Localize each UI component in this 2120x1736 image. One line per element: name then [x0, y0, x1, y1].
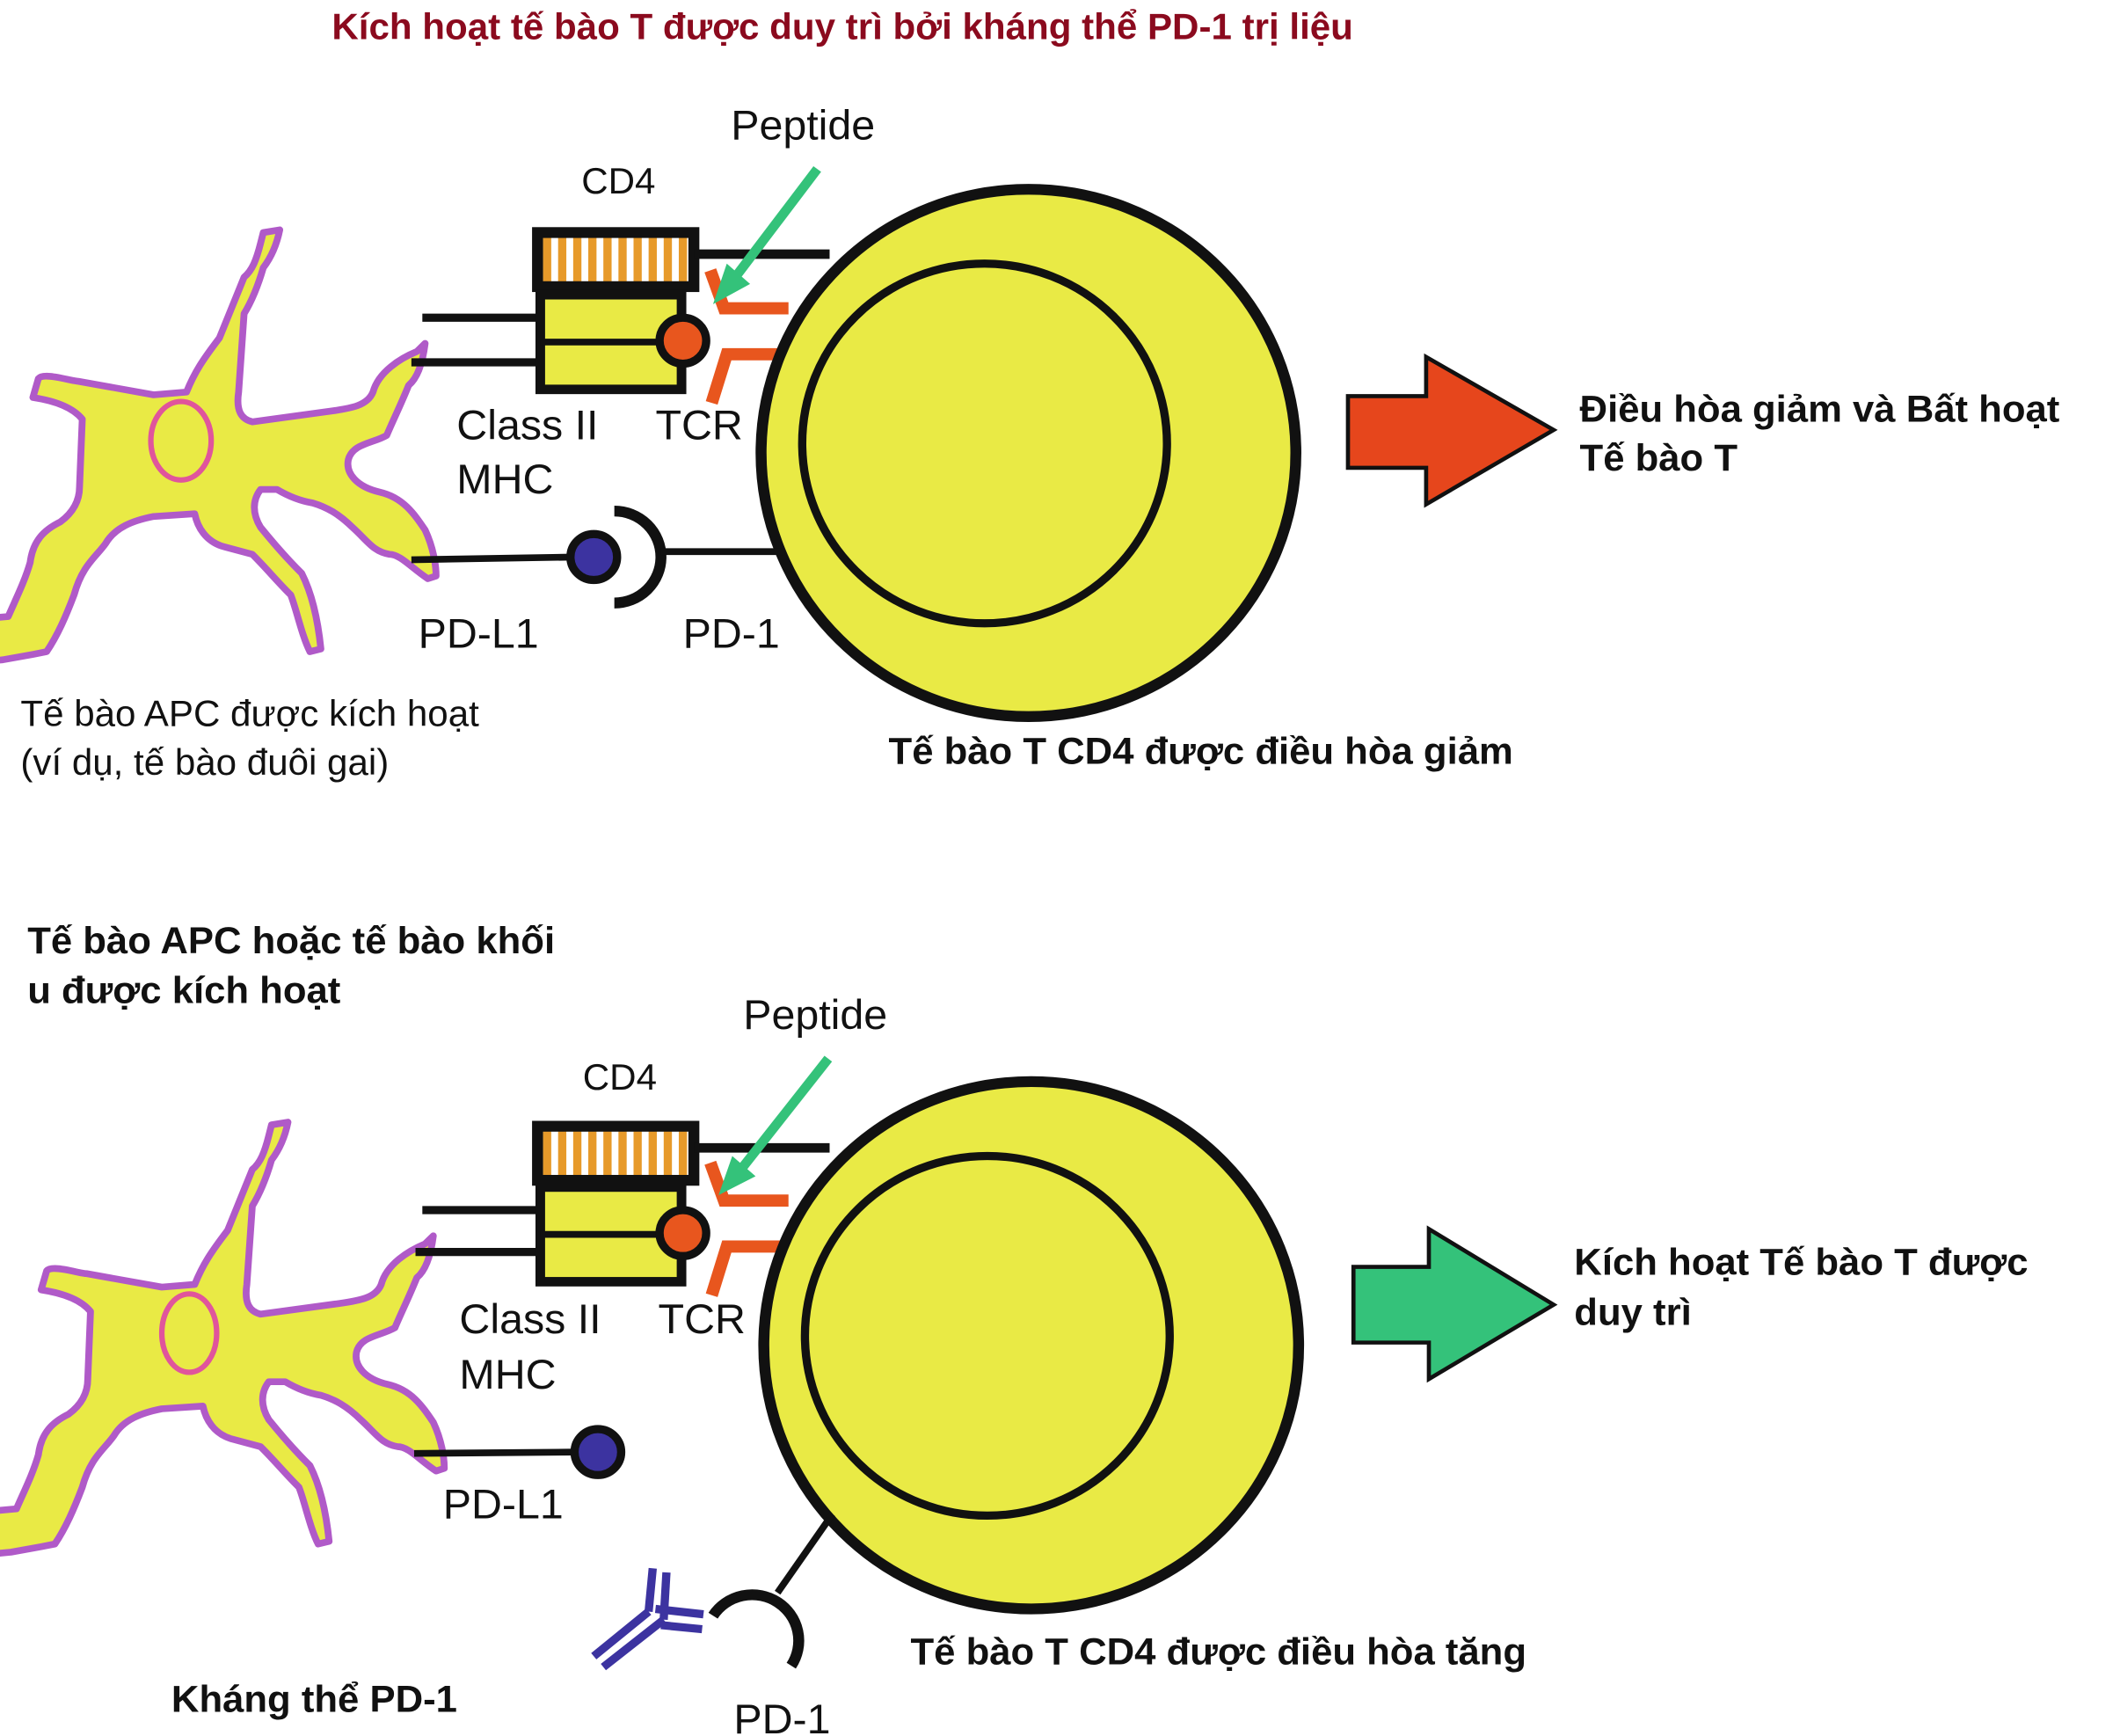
peptide-bottom — [655, 1206, 710, 1260]
outcome-label-line2-bottom: duy trì — [1574, 1292, 1691, 1334]
pdl1-stalk-bottom — [413, 1448, 577, 1457]
mhc-label-line1-bottom: Class II — [459, 1296, 601, 1343]
apc-cell-bottom — [0, 1122, 444, 1555]
tcell-bottom — [758, 1076, 1305, 1615]
cd4-molecule-top — [532, 227, 700, 293]
tcr-arm-1-bottom — [704, 1160, 789, 1207]
tcr-arm-1-top — [704, 268, 789, 315]
panel-top: Peptide CD4 Class II MHC TCR PD-L1 PD-1 … — [0, 103, 2059, 783]
peptide-arrow-top — [712, 165, 821, 304]
tcell-label-top: Tế bào T CD4 được điều hòa giảm — [889, 731, 1513, 773]
pd1-label-top: PD-1 — [683, 611, 780, 658]
pdl1-label-top: PD-L1 — [419, 611, 539, 658]
mhc-label-line2-top: MHC — [456, 456, 553, 503]
pd1-antibody-icon — [591, 1567, 704, 1671]
apc-nucleus-top — [148, 398, 215, 483]
apc-nucleus-bottom — [158, 1291, 220, 1375]
pd1-label-bottom: PD-1 — [733, 1696, 830, 1736]
pdl1-stalk-top — [411, 553, 577, 564]
pdl1-ligand-top — [566, 529, 622, 585]
apc-cell-top — [0, 230, 436, 662]
tcell-nucleus-bottom — [800, 1151, 1174, 1521]
pd1-receptor-top — [614, 505, 667, 609]
tcell-label-bottom: Tế bào T CD4 được điều hòa tăng — [911, 1631, 1527, 1674]
red-arrow-right-icon — [1345, 353, 1558, 508]
apc-title-line1-bottom: Tế bào APC hoặc tế bào khối — [27, 920, 555, 962]
mhc-label-line2-bottom: MHC — [459, 1352, 556, 1398]
antibody-label: Kháng thể PD-1 — [171, 1679, 457, 1721]
cd4-molecule-bottom — [532, 1120, 700, 1186]
pdl1-label-bottom: PD-L1 — [443, 1482, 564, 1528]
mhc-label-line1-top: Class II — [456, 403, 598, 449]
tcr-label-top: TCR — [655, 403, 742, 449]
pdl1-ligand-bottom — [570, 1425, 626, 1479]
outcome-label-line1-bottom: Kích hoạt Tế bào T được — [1574, 1242, 2028, 1284]
tcell-nucleus-top — [798, 259, 1171, 628]
peptide-arrow-bottom — [718, 1055, 833, 1196]
cd4-label-top: CD4 — [581, 160, 655, 201]
tcr-arm-2-top — [705, 347, 789, 405]
peptide-top — [655, 313, 710, 368]
cd4-label-bottom: CD4 — [583, 1056, 657, 1098]
pd1-stalk-bottom — [775, 1512, 835, 1595]
outcome-label-line2-top: Tế bào T — [1580, 437, 1738, 479]
peptide-label-top: Peptide — [731, 103, 875, 150]
outcome-label-line1-top: Điều hòa giảm và Bất hoạt — [1580, 389, 2060, 431]
pd1-receptor-bottom — [708, 1589, 805, 1669]
panel-bottom: Tế bào APC hoặc tế bào khối u được kích … — [0, 920, 2028, 1736]
tcell-top — [755, 184, 1301, 722]
tcr-label-bottom: TCR — [659, 1296, 746, 1343]
apc-title-line2-bottom: u được kích hoạt — [27, 970, 340, 1012]
peptide-label-bottom: Peptide — [743, 992, 887, 1039]
apc-label-line2-top: (ví dụ, tế bào đuôi gai) — [20, 741, 389, 783]
green-arrow-right-icon — [1351, 1225, 1558, 1383]
tcr-arm-2-bottom — [705, 1240, 789, 1297]
apc-label-line1-top: Tế bào APC được kích hoạt — [20, 693, 479, 734]
diagram-title: Kích hoạt tế bào T được duy trì bởi khán… — [331, 6, 1353, 47]
